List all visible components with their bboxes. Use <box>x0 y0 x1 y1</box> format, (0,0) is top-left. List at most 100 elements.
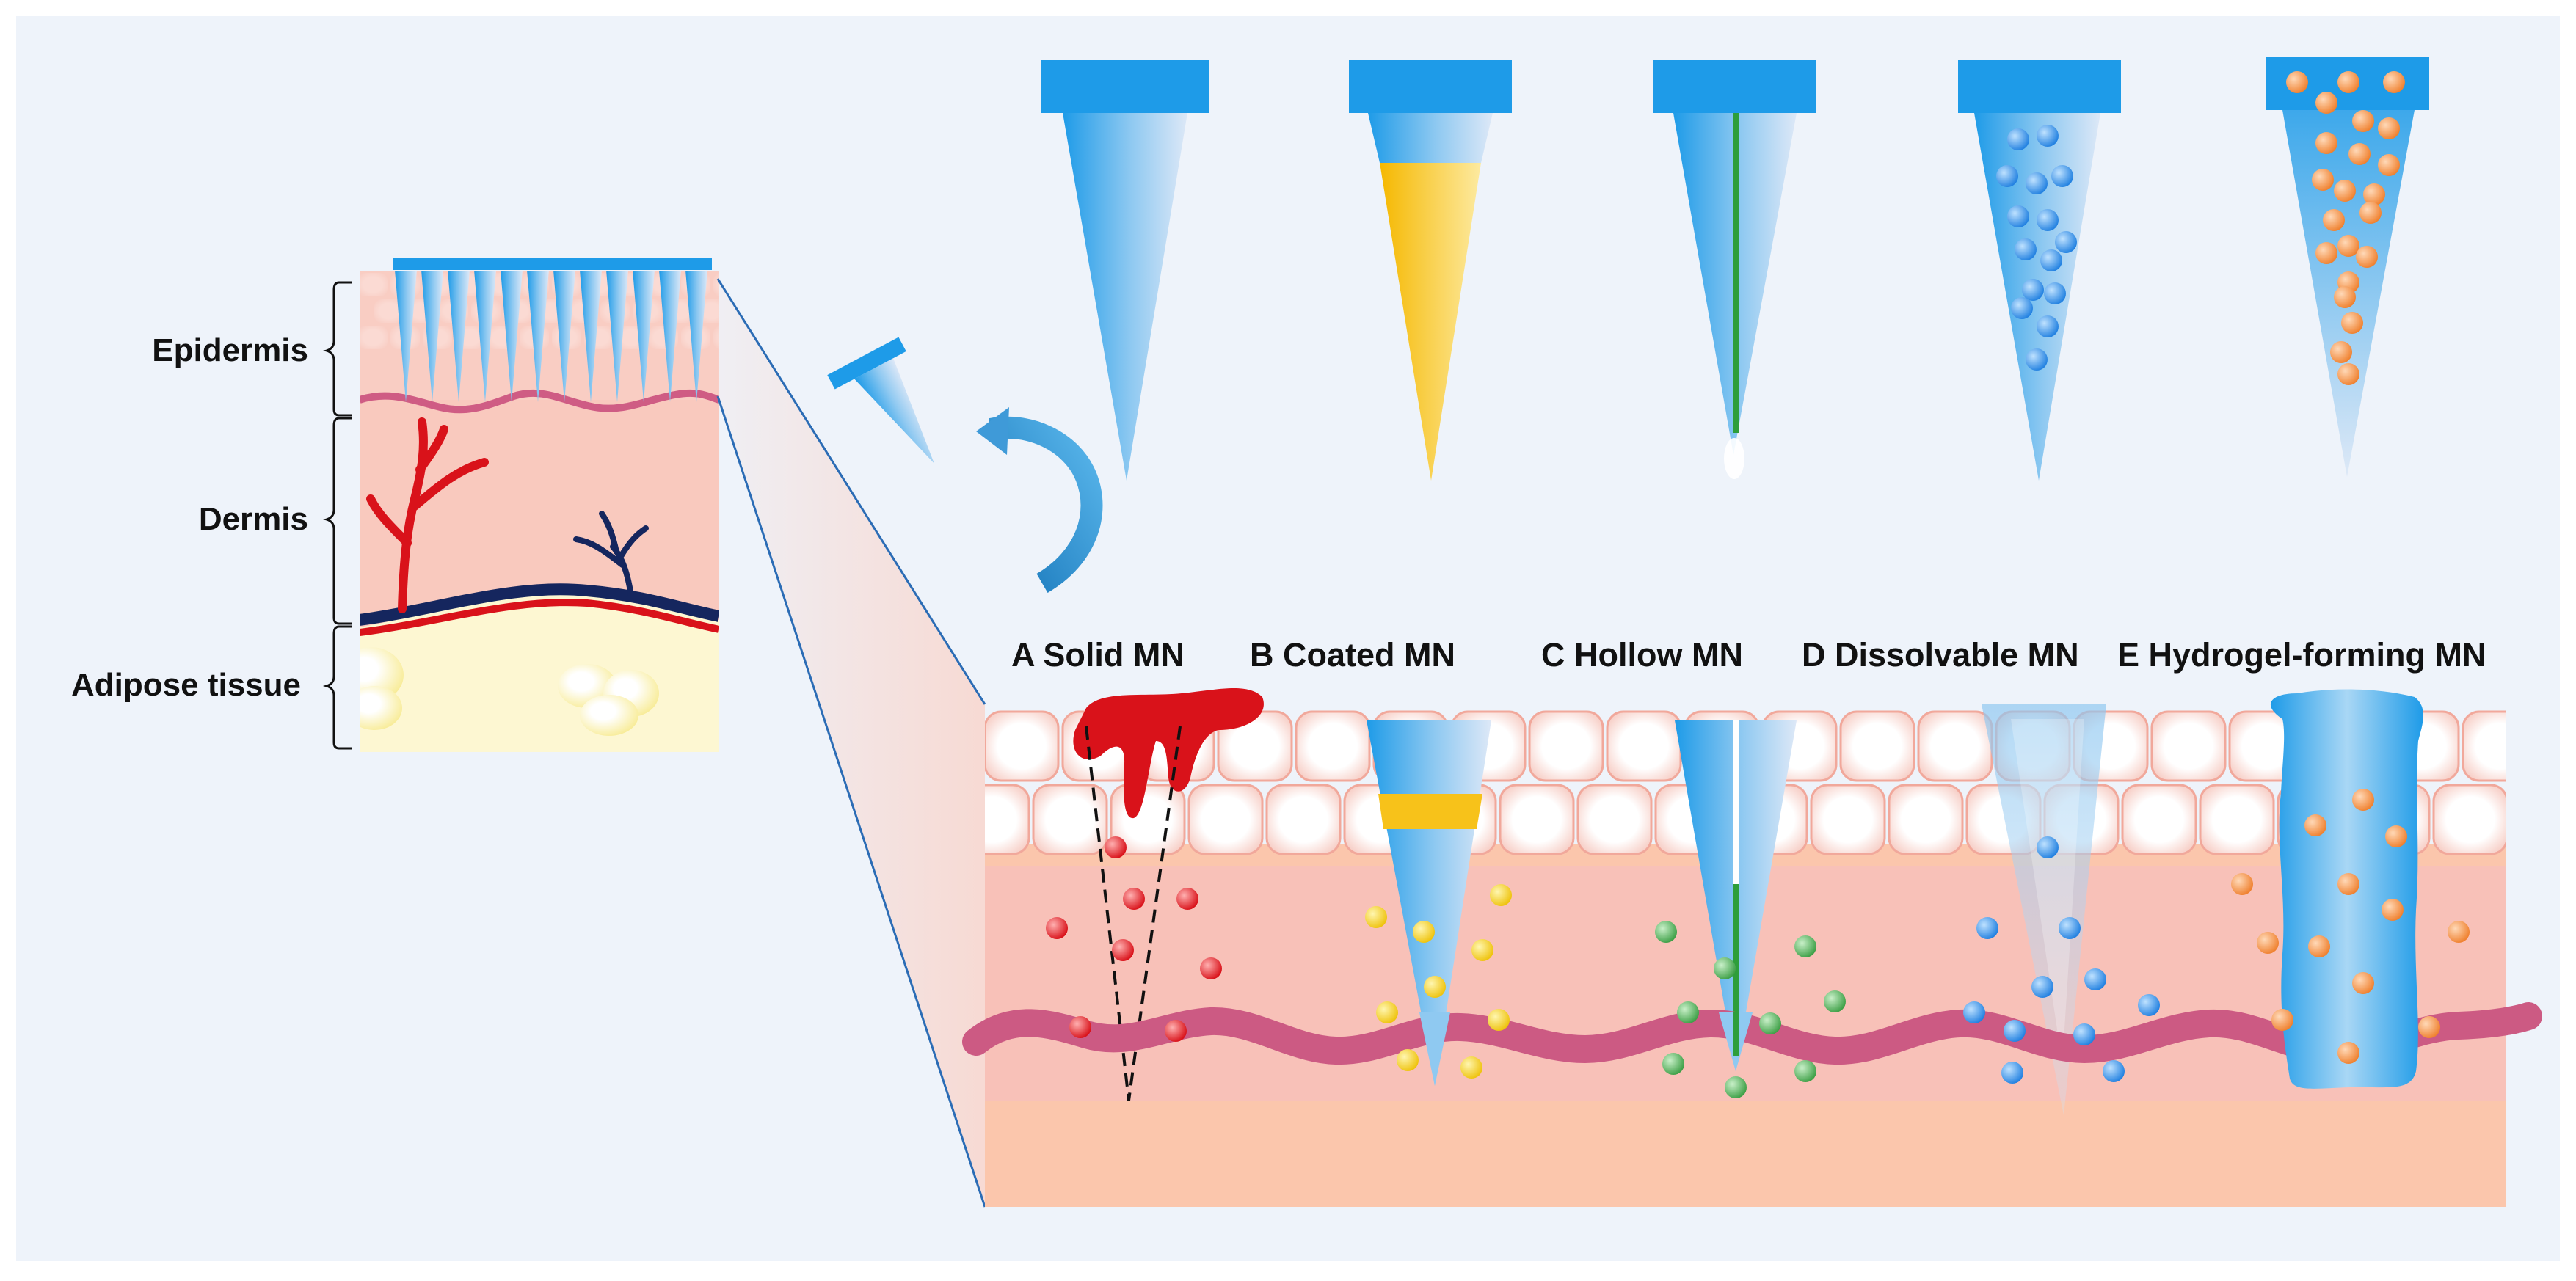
drug-particle-orange <box>2315 242 2337 264</box>
dermis-bracket <box>322 417 352 625</box>
epidermis-cell <box>1810 784 1886 855</box>
drug-particle-green <box>1794 1060 1816 1082</box>
artery-vessel <box>360 599 719 636</box>
label-hollow-mn: C Hollow MN <box>1541 636 1743 674</box>
drug-particle-green <box>1655 921 1677 943</box>
drug-particle-orange <box>2334 180 2356 202</box>
drug-particle-orange <box>2337 363 2359 385</box>
drug-particle-red <box>1105 836 1127 858</box>
drug-particle-orange <box>2348 143 2371 165</box>
drug-particle-orange <box>2271 1009 2293 1031</box>
epidermis-cell <box>1576 784 1653 855</box>
drug-particle-red <box>1069 1016 1091 1038</box>
drug-particle-red <box>1200 957 1222 979</box>
drug-particle-orange <box>2378 117 2400 139</box>
epidermis-cell <box>1888 784 1964 855</box>
drug-particle-green <box>1662 1053 1684 1075</box>
epidermis-cell <box>1187 784 1264 855</box>
vein-vessel <box>360 583 719 626</box>
label-epidermis: Epidermis <box>152 332 308 368</box>
drug-particle-orange <box>2231 873 2253 895</box>
coated-tip <box>1419 1012 1450 1086</box>
microneedle <box>580 271 602 402</box>
drug-particle-blue <box>2055 231 2077 253</box>
drug-particle-green <box>1714 957 1736 979</box>
drug-particle-orange <box>2312 169 2334 191</box>
label-coated-mn: B Coated MN <box>1250 636 1455 674</box>
drug-particle-red <box>1046 917 1068 939</box>
drug-particle-blue <box>2037 315 2059 337</box>
epidermis-cell <box>985 710 1060 782</box>
epidermis-cell <box>1032 784 1108 855</box>
drug-particles-orange <box>2286 71 2405 385</box>
needle-hollow <box>1653 60 1816 479</box>
drug-particle-orange <box>2352 110 2374 132</box>
drug-particle-green <box>1725 1076 1747 1098</box>
basement-membrane <box>360 389 719 414</box>
needle-hydrogel <box>2266 57 2429 477</box>
drug-particle-orange <box>2378 154 2400 176</box>
drug-particle-orange <box>2337 1042 2359 1064</box>
epidermis-cell <box>1917 710 1993 782</box>
drug-particle-blue <box>2004 1020 2026 1042</box>
epidermis-cell <box>985 784 1030 855</box>
drug-particle-green <box>1794 935 1816 957</box>
drug-particle-orange <box>2418 1016 2440 1038</box>
single-microneedle <box>827 337 935 464</box>
drug-particle-orange <box>2304 814 2326 836</box>
enlarged-skin-section <box>962 688 2542 1207</box>
drug-particle-yellow <box>1460 1056 1482 1079</box>
drug-particle-yellow <box>1413 921 1435 943</box>
microneedle <box>474 271 496 402</box>
drug-particle-blue <box>2011 297 2033 319</box>
drug-particles-blue <box>1996 125 2077 371</box>
drug-particle-blue <box>2073 1023 2095 1045</box>
drug-particle-blue <box>2007 205 2029 227</box>
drug-particle-blue <box>1996 165 2018 187</box>
epidermis-bracket <box>322 281 352 417</box>
drug-particle-green <box>1677 1001 1699 1023</box>
label-adipose: Adipose tissue <box>71 667 301 703</box>
drug-particle-blue <box>2026 348 2048 371</box>
drug-particle-orange <box>2257 932 2279 954</box>
microneedle <box>553 271 575 402</box>
drug-particle-yellow <box>1376 1001 1398 1023</box>
artery-branch <box>366 417 489 613</box>
microneedle <box>659 271 681 402</box>
label-hydrogel-mn: E Hydrogel-forming MN <box>2117 636 2486 674</box>
drug-particle-red <box>1123 888 1145 910</box>
epidermis-cell <box>1499 784 1575 855</box>
drug-particle-blue <box>2084 968 2106 990</box>
drug-particle-blue <box>2059 917 2081 939</box>
released-drug-particles <box>1046 789 2470 1098</box>
curved-arrow <box>989 416 1103 593</box>
fat-cell <box>580 695 638 736</box>
drug-particle-orange <box>2337 873 2359 895</box>
drug-particle-yellow <box>1424 976 1446 998</box>
drug-particle-blue <box>2026 172 2048 194</box>
drug-particle-blue <box>2015 238 2037 260</box>
drug-particle-blue <box>2051 165 2073 187</box>
drug-particle-green <box>1759 1012 1781 1034</box>
drug-particle-orange <box>2356 246 2378 268</box>
epidermis-cell <box>2150 710 2227 782</box>
drug-particle-yellow <box>1490 884 1512 906</box>
epidermis-cell <box>2199 784 2275 855</box>
needle-dissolvable <box>1958 60 2121 481</box>
epidermis-cell <box>1606 710 1682 782</box>
drug-particle-orange <box>2352 972 2374 994</box>
label-dissolvable-mn: D Dissolvable MN <box>1802 636 2079 674</box>
epidermis-cell <box>2121 784 2197 855</box>
microneedle-backing <box>393 258 712 270</box>
drug-particle-orange <box>2385 825 2407 847</box>
drug-particle-blue <box>2044 282 2066 304</box>
drug-particle-blue <box>1976 917 1998 939</box>
microneedle <box>685 271 707 402</box>
drug-particle-orange <box>2363 183 2385 205</box>
drug-particle-orange <box>2330 341 2352 363</box>
drug-particle-blue <box>1963 1001 1985 1023</box>
zoom-projection <box>718 279 985 1207</box>
needle-coated <box>1349 60 1512 481</box>
